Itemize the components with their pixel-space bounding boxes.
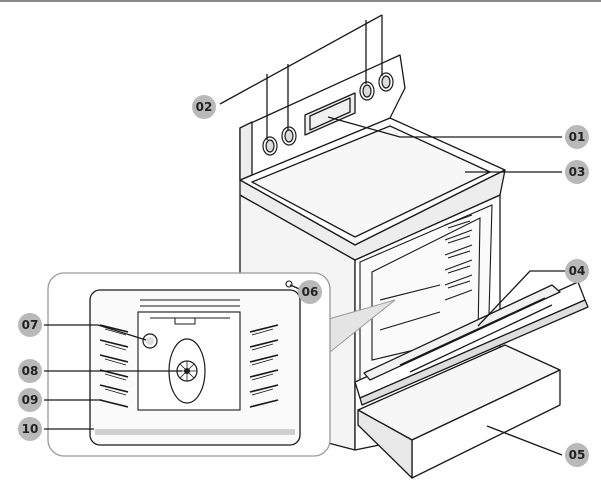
callout-04-label: 04 bbox=[569, 264, 586, 278]
callout-01: 01 bbox=[565, 125, 589, 149]
callout-07: 07 bbox=[18, 313, 42, 337]
callout-03: 03 bbox=[565, 160, 589, 184]
callout-10: 10 bbox=[18, 417, 42, 441]
callout-03-label: 03 bbox=[569, 165, 586, 179]
cooktop bbox=[239, 117, 506, 261]
callout-08-label: 08 bbox=[22, 364, 39, 378]
callout-05: 05 bbox=[565, 443, 589, 467]
callout-05-label: 05 bbox=[569, 448, 586, 462]
callout-01-label: 01 bbox=[569, 130, 586, 144]
callout-07-label: 07 bbox=[22, 318, 39, 332]
callout-04: 04 bbox=[565, 259, 589, 283]
top-rule bbox=[0, 0, 601, 2]
callout-06: 06 bbox=[298, 280, 322, 304]
storage-drawer bbox=[357, 344, 561, 479]
callout-02-label: 02 bbox=[196, 100, 213, 114]
callout-10-label: 10 bbox=[22, 422, 39, 436]
callout-08: 08 bbox=[18, 359, 42, 383]
oven-door bbox=[354, 281, 589, 406]
callout-02: 02 bbox=[192, 95, 216, 119]
oven-interior-inset bbox=[47, 272, 396, 457]
callout-09: 09 bbox=[18, 388, 42, 412]
leader-lines bbox=[44, 14, 577, 456]
callout-06-label: 06 bbox=[302, 285, 319, 299]
callout-09-label: 09 bbox=[22, 393, 39, 407]
control-knobs bbox=[262, 72, 394, 156]
